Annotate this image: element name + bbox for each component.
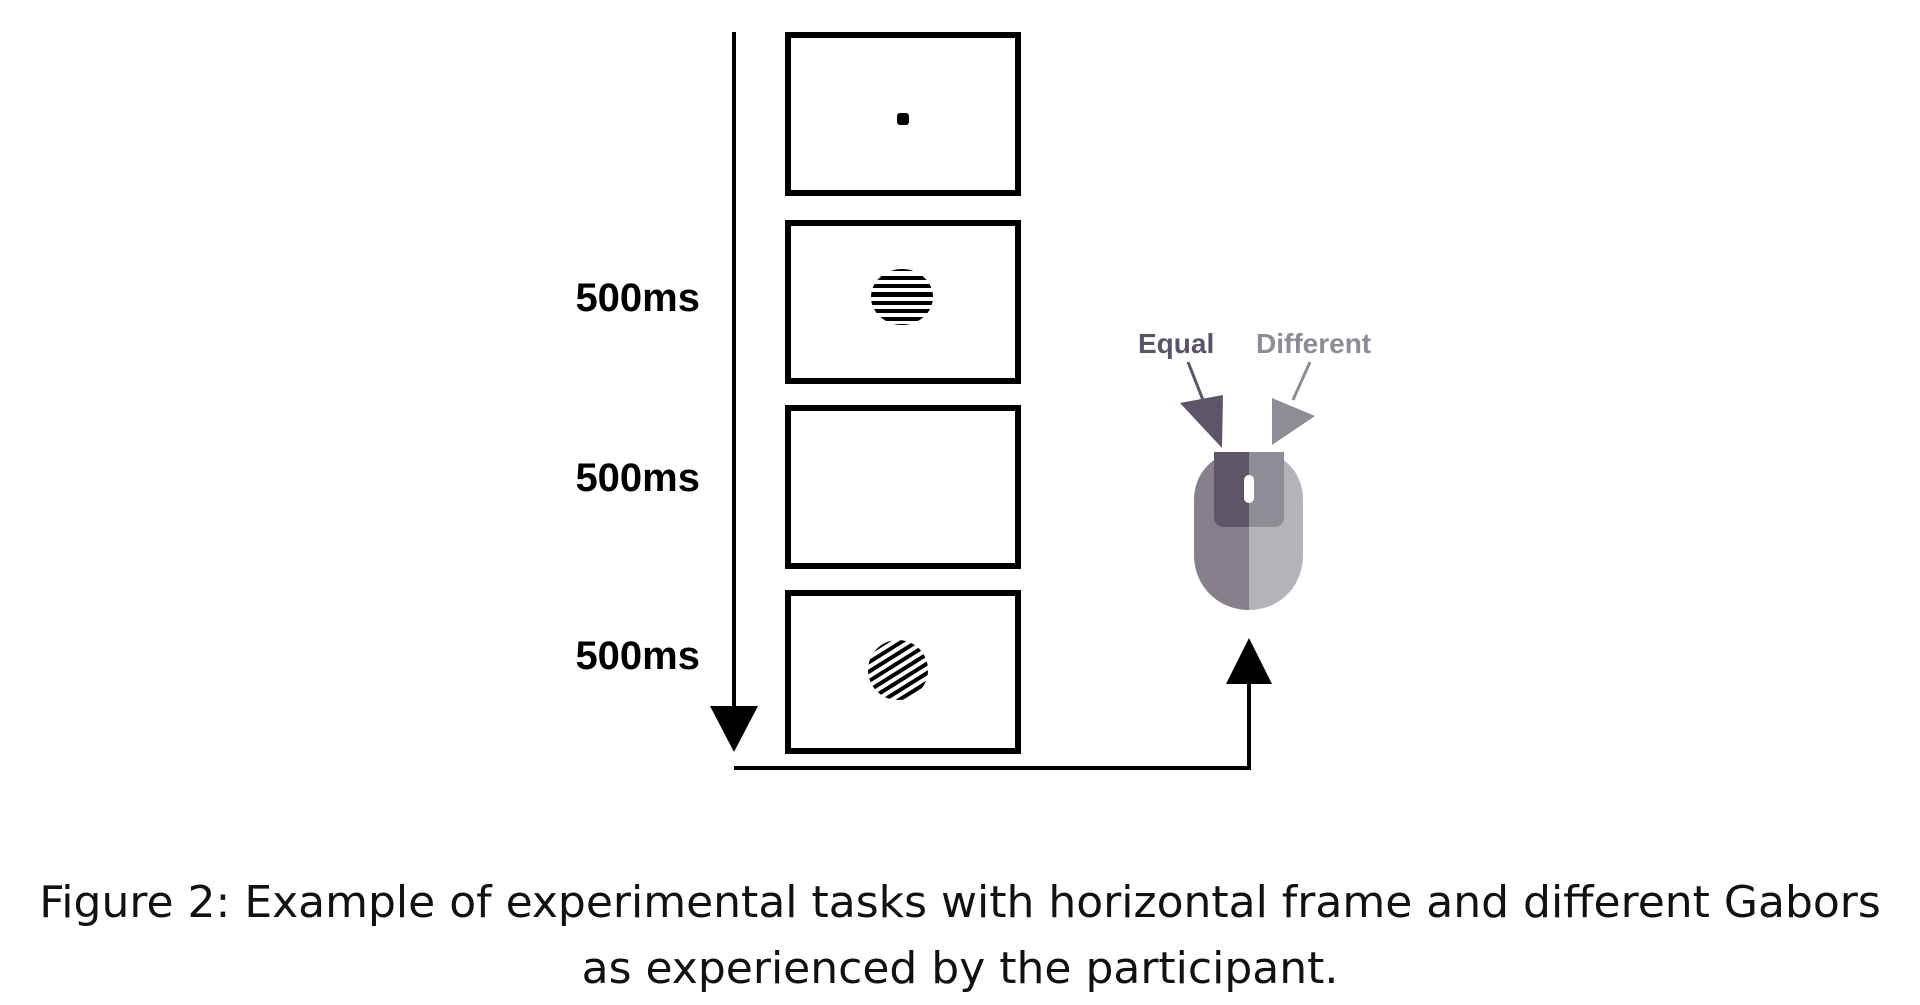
caption-line-1: Figure 2: Example of experimental tasks …	[39, 877, 1881, 928]
gabor-horizontal	[871, 269, 933, 325]
mouse-left-button	[1214, 452, 1249, 527]
mouse-scroll-wheel	[1244, 475, 1254, 503]
equal-label: Equal	[1138, 328, 1215, 359]
duration-label: 500ms	[575, 276, 700, 320]
different-pointer-head	[1272, 398, 1315, 445]
time-arrow	[710, 32, 758, 752]
duration-label: 500ms	[575, 634, 700, 678]
response-arrow	[734, 638, 1272, 770]
different-pointer-icon	[1272, 361, 1315, 445]
frame-blank	[785, 405, 1021, 569]
mouse-right-button	[1249, 452, 1284, 527]
mouse-icon	[1194, 452, 1303, 610]
caption-line-2: as experienced by the participant.	[581, 943, 1339, 994]
equal-pointer-icon	[1180, 361, 1223, 448]
fixation-dot	[897, 113, 909, 125]
different-label: Different	[1256, 328, 1372, 359]
equal-pointer-head	[1180, 395, 1223, 448]
frame-gabor-2	[785, 590, 1021, 754]
duration-label: 500ms	[575, 456, 700, 500]
figure-caption: Figure 2: Example of experimental tasks …	[0, 870, 1920, 1002]
